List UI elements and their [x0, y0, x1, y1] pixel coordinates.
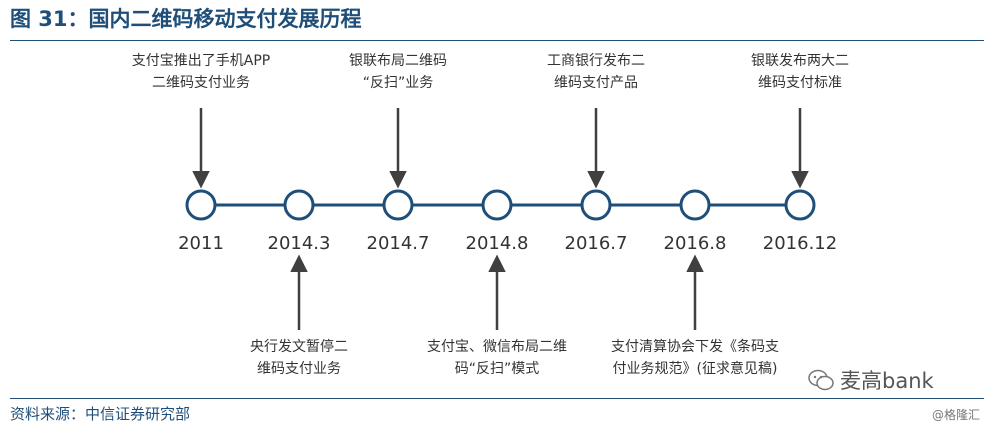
- timeline-arrows: [192, 108, 809, 330]
- wechat-icon: [808, 369, 834, 391]
- timeline-year: 2011: [178, 233, 224, 254]
- source-rule: [10, 398, 984, 399]
- event-label: 央行发文暂停二 维码支付业务: [250, 339, 348, 377]
- timeline-node: [185, 189, 217, 221]
- timeline-year: 2016.8: [663, 233, 727, 254]
- timeline-nodes: [185, 189, 816, 221]
- event-label: 支付宝推出了手机APP 二维码支付业务: [131, 53, 271, 91]
- watermark-credit: @格隆汇: [932, 408, 981, 422]
- timeline-year: 2014.8: [465, 233, 529, 254]
- source-note: 资料来源：中信证券研究部: [10, 405, 191, 423]
- timeline-node: [784, 189, 816, 221]
- title-rule: [10, 40, 984, 41]
- timeline-year: 2016.7: [564, 233, 628, 254]
- timeline-node: [382, 189, 414, 221]
- timeline-node: [679, 189, 711, 221]
- watermark-text: 麦高bank: [840, 369, 934, 393]
- event-label: 工商银行发布二 维码支付产品: [547, 53, 645, 91]
- timeline-year: 2014.3: [267, 233, 331, 254]
- event-label: 银联布局二维码 “反扫”业务: [349, 53, 447, 91]
- event-label: 银联发布两大二 维码支付标准: [751, 53, 849, 91]
- watermark: 麦高bank: [808, 365, 934, 395]
- figure-title: 图 31：国内二维码移动支付发展历程: [10, 7, 362, 31]
- event-label: 支付宝、微信布局二维 码“反扫”模式: [427, 339, 567, 377]
- event-label: 支付清算协会下发《条码支 付业务规范》(征求意见稿): [611, 339, 779, 377]
- timeline-year: 2014.7: [366, 233, 430, 254]
- timeline-node: [481, 189, 513, 221]
- timeline-node: [283, 189, 315, 221]
- timeline-node: [580, 189, 612, 221]
- timeline-year: 2016.12: [762, 233, 838, 254]
